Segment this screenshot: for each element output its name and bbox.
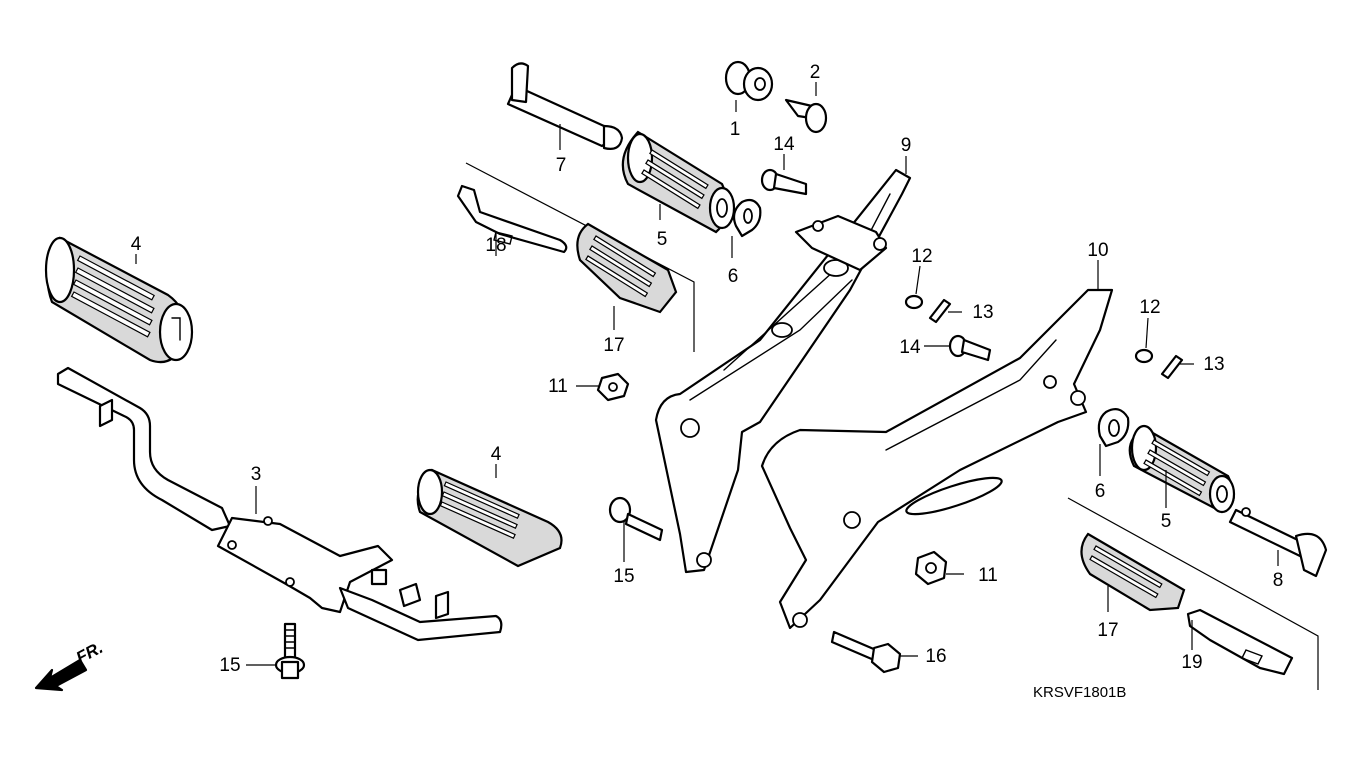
callout-12-upper: 12 xyxy=(911,246,932,267)
callout-16: 16 xyxy=(925,646,946,667)
callout-7: 7 xyxy=(556,155,567,176)
callout-1: 1 xyxy=(730,119,741,140)
callout-18: 18 xyxy=(485,235,506,256)
callout-17-upper: 17 xyxy=(603,335,624,356)
callout-10: 10 xyxy=(1087,240,1108,261)
callout-11-upper: 11 xyxy=(548,376,568,397)
callout-14-upper: 14 xyxy=(773,134,795,155)
washer-12-upper-part xyxy=(904,294,924,310)
step-holder-left-part xyxy=(654,168,912,574)
nut-11-upper-part xyxy=(596,372,630,402)
callout-8: 8 xyxy=(1273,570,1284,591)
nut-11-lower-part xyxy=(914,550,948,586)
leader-lines xyxy=(135,82,1279,666)
pin-8-part xyxy=(1228,507,1328,578)
cotter-13-upper-part xyxy=(928,298,952,324)
pin-14-upper-part xyxy=(760,168,808,196)
callout-5-upper: 5 xyxy=(657,229,668,250)
callout-17-lower: 17 xyxy=(1097,620,1118,641)
washer-12-lower-part xyxy=(1134,348,1154,364)
main-step-bar-part xyxy=(56,366,503,642)
callout-9: 9 xyxy=(901,135,912,156)
callout-12-lower: 12 xyxy=(1139,297,1160,318)
callout-11-lower: 11 xyxy=(978,565,998,586)
cotter-13-lower-part xyxy=(1160,354,1184,380)
bolt-16-part xyxy=(830,630,902,674)
footpeg-rubber-left-part xyxy=(44,236,194,364)
callout-4-center: 4 xyxy=(491,444,502,465)
callout-15-left: 15 xyxy=(219,655,240,676)
callout-13-upper: 13 xyxy=(972,302,993,323)
collar-2-part xyxy=(784,98,828,134)
callout-15-center: 15 xyxy=(613,566,634,587)
footpeg-rubber-upper-part xyxy=(621,130,736,234)
pin-7-part xyxy=(506,62,624,150)
bolt-left-part xyxy=(274,622,306,680)
callout-14-lower: 14 xyxy=(899,337,921,358)
diagram-code: KRSVF1801B xyxy=(1033,684,1126,701)
cap-1-part xyxy=(724,60,774,102)
washer-6-lower-part xyxy=(1097,407,1130,448)
step-rubber-lower-part xyxy=(1080,532,1186,612)
step-holder-right-part xyxy=(760,288,1114,630)
footpeg-rubber-lower-part xyxy=(1128,424,1236,514)
bolt-center-part xyxy=(608,496,664,542)
callout-6-upper: 6 xyxy=(728,266,739,287)
step-rubber-upper-part xyxy=(576,222,678,314)
panel-lines xyxy=(465,162,1319,690)
washer-6-upper-part xyxy=(732,198,762,238)
callout-5-lower: 5 xyxy=(1161,511,1172,532)
front-direction-arrow-icon xyxy=(34,658,88,692)
pin-14-lower-part xyxy=(948,334,992,362)
callout-13-lower: 13 xyxy=(1203,354,1224,375)
footpeg-rubber-center-part xyxy=(416,468,563,568)
callout-6-lower: 6 xyxy=(1095,481,1106,502)
callout-3: 3 xyxy=(251,464,262,485)
callout-4-left: 4 xyxy=(131,234,142,255)
callout-2: 2 xyxy=(810,62,821,83)
callout-19: 19 xyxy=(1181,652,1202,673)
bracket-18-part xyxy=(456,184,568,254)
bracket-19-part xyxy=(1186,608,1294,676)
